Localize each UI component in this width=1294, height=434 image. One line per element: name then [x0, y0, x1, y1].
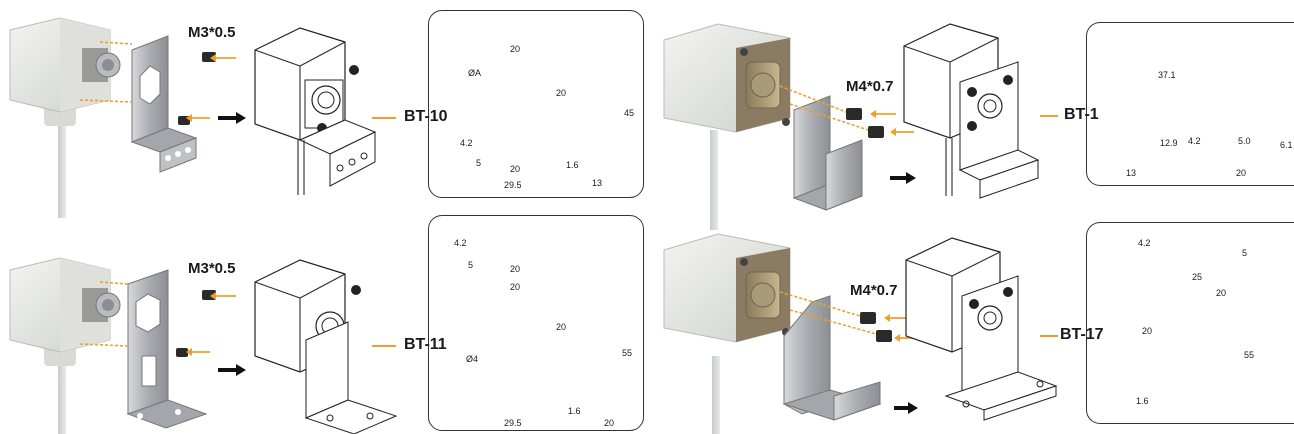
dim-label: 4.2 [1138, 238, 1151, 248]
dim-label: 5.0 [1238, 136, 1251, 146]
dim-label: 20 [1216, 288, 1227, 298]
assembled-line-drawing-bt11 [254, 259, 398, 434]
dim-label: 20 [1142, 326, 1153, 336]
sensor-photo-bt11 [9, 257, 121, 434]
arrow-right-icon [218, 364, 246, 376]
dim-label: 37.1 [1158, 70, 1176, 80]
screws-bt17 [860, 312, 892, 342]
assembled-line-drawing-bt17 [905, 237, 1058, 421]
dim-label: 6.1 [1280, 140, 1293, 150]
arrow-right-icon [890, 172, 916, 184]
dim-label: 13 [1126, 168, 1137, 178]
bracket-photo-bt10 [130, 35, 198, 173]
assembled-line-drawing-bt1 [903, 23, 1058, 199]
dimension-panel-bt1 [1086, 22, 1294, 186]
screw-spec-label: M4*0.7 [850, 282, 898, 299]
dim-label: ØA [468, 68, 482, 78]
dim-label: Ø4 [466, 354, 479, 364]
sensor-photo-bt17 [663, 233, 791, 434]
dim-label: 4.2 [460, 138, 473, 148]
dim-label: 5 [476, 158, 482, 168]
bracket-photo-bt17 [782, 295, 882, 421]
model-label: BT-11 [404, 336, 447, 353]
dimension-panel-bt10 [428, 10, 644, 198]
dim-label: 20 [510, 282, 521, 292]
dimension-panel-bt17 [1086, 222, 1294, 424]
bracket-photo-bt1 [792, 95, 864, 211]
sensor-photo-bt10 [9, 17, 121, 218]
dim-label: 25 [1192, 272, 1203, 282]
dim-label: 20 [510, 44, 521, 54]
dim-label: 1.6 [1136, 396, 1149, 406]
assembly-lines-bt10 [79, 41, 236, 122]
screw-spec-label: M3*0.5 [188, 24, 236, 41]
assembly-lines-bt11 [79, 281, 236, 356]
arrow-right-icon [894, 402, 918, 414]
dim-label: 1.6 [566, 160, 579, 170]
arrow-right-icon [218, 112, 246, 124]
dim-label: 12.9 [1160, 138, 1178, 148]
screw-spec-label: M3*0.5 [188, 260, 236, 277]
assembly-lines-bt1 [779, 85, 914, 136]
bracket-photo-bt11 [126, 269, 208, 429]
dim-label: 45 [624, 108, 635, 118]
dim-label: 20 [510, 164, 521, 174]
dim-label: 20 [556, 88, 567, 98]
dim-label: 55 [1244, 350, 1255, 360]
assembled-line-drawing-bt10 [254, 27, 396, 195]
dim-label: 5 [1242, 248, 1248, 258]
dim-label: 20 [556, 322, 567, 332]
sensor-photo-bt1 [663, 23, 791, 230]
dim-label: 55 [622, 348, 633, 358]
screw-spec-label: M4*0.7 [846, 78, 894, 95]
dim-label: 1.6 [568, 406, 581, 416]
model-label: BT-10 [404, 108, 448, 125]
dim-label: 20 [604, 418, 615, 428]
dim-label: 29.5 [504, 180, 522, 190]
model-label: BT-1 [1064, 106, 1099, 123]
model-label: BT-17 [1060, 326, 1104, 343]
dimension-panel-bt11 [428, 215, 644, 431]
screws-bt1 [846, 108, 884, 138]
dim-label: 29.5 [504, 418, 522, 428]
screws-bt11 [176, 290, 216, 357]
dim-label: 20 [1236, 168, 1247, 178]
screws-bt10 [178, 52, 216, 125]
dim-label: 4.2 [1188, 136, 1201, 146]
dim-label: 5 [468, 260, 474, 270]
dim-label: 20 [510, 264, 521, 274]
dim-label: 4.2 [454, 238, 467, 248]
dim-label: 13 [592, 178, 603, 188]
